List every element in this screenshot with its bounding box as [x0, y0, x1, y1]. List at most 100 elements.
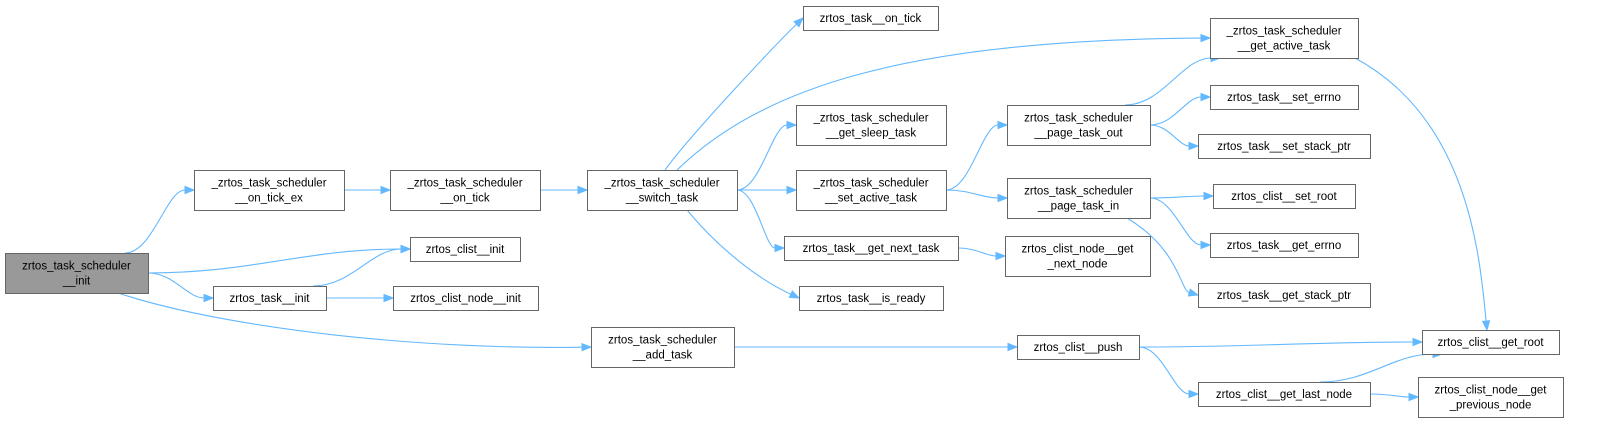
node-box: [194, 170, 345, 211]
node-get-previous-node[interactable]: zrtos_clist_node__get_previous_node: [1418, 377, 1564, 418]
node-label-line: __page_task_out: [1033, 128, 1123, 140]
node-box: [796, 105, 947, 146]
node-box: [1422, 330, 1560, 355]
node-label-line: zrtos_task__set_stack_ptr: [1217, 141, 1351, 153]
arrowhead: [1007, 342, 1019, 352]
edge-switch_task-to-task_on_tick: [664, 17, 804, 171]
node-page-task-out[interactable]: zrtos_task_scheduler __page_task_out: [1007, 105, 1151, 146]
node-box: [410, 237, 521, 262]
node-clist-init[interactable]: zrtos_clist__init: [410, 237, 521, 262]
edge-get_next_task-to-clist_node_get_next: [957, 247, 1007, 261]
node-clist-node-get-next[interactable]: zrtos_clist_node__get_next_node: [1005, 236, 1151, 277]
edges-layer: [117, 17, 1491, 402]
node-box: [784, 236, 959, 261]
node-task-init[interactable]: zrtos_task__init: [213, 286, 327, 311]
edge-switch_task-to-get_active_task: [676, 33, 1212, 171]
edge-set_active_task-to-page_task_out: [945, 120, 1009, 191]
arrowhead: [203, 293, 215, 303]
node-get-root[interactable]: zrtos_clist__get_root: [1422, 330, 1560, 355]
node-clist-node-init[interactable]: zrtos_clist_node__init: [393, 286, 539, 311]
edge-clist_push-to-get_root: [1138, 337, 1424, 348]
edge-line: [1149, 197, 1202, 246]
node-switch-task[interactable]: _zrtos_task_scheduler__switch_task: [587, 170, 738, 211]
node-box: [393, 286, 539, 311]
edge-line: [676, 37, 1202, 171]
arrowhead: [1200, 33, 1212, 43]
node-label-line: zrtos_task_scheduler: [608, 335, 717, 347]
arrowhead: [788, 290, 801, 299]
edge-switch_task-to-is_ready: [686, 209, 801, 299]
node-box: [1198, 382, 1371, 407]
edge-init-to-on_tick_ex: [124, 185, 196, 254]
node-label-line: zrtos_clist_node__init: [410, 293, 521, 305]
edge-line: [1138, 341, 1414, 348]
node-box: [1210, 18, 1359, 59]
node-set-root[interactable]: zrtos_clist__set_root: [1213, 184, 1356, 209]
edge-on_tick-to-switch_task: [539, 185, 589, 195]
arrowhead: [1203, 191, 1215, 201]
node-label-line: zrtos_clist__get_last_node: [1216, 389, 1352, 401]
edge-line: [1319, 353, 1434, 383]
node-set-active-task[interactable]: _zrtos_task_scheduler__set_active_task: [796, 170, 947, 211]
edge-set_active_task-to-page_task_in: [945, 189, 1009, 203]
edge-line: [736, 124, 788, 191]
node-task-on-tick[interactable]: zrtos_task__on_tick: [803, 6, 939, 31]
node-box: [1210, 85, 1359, 110]
node-label-line: zrtos_clist_node__get: [1022, 244, 1135, 256]
node-set-errno[interactable]: zrtos_task__set_errno: [1210, 85, 1359, 110]
edge-page_task_in-to-get_stack_ptr: [1126, 217, 1200, 297]
edge-line: [945, 124, 999, 191]
node-on-tick-ex[interactable]: _zrtos_task_scheduler__on_tick_ex: [194, 170, 345, 211]
arrowhead: [793, 17, 804, 28]
node-label-line: zrtos_task__set_errno: [1227, 92, 1341, 104]
edge-line: [1126, 217, 1190, 294]
node-get-next-task[interactable]: zrtos_task__get_next_task: [784, 236, 959, 261]
node-add-task[interactable]: zrtos_task_scheduler __add_task: [591, 327, 735, 368]
arrowhead: [383, 293, 395, 303]
edge-switch_task-to-get_sleep_task: [736, 120, 798, 191]
node-box: [1213, 184, 1356, 209]
edge-init-to-task_init: [147, 272, 215, 303]
edge-add_task-to-clist_push: [733, 342, 1019, 352]
node-get-stack-ptr[interactable]: zrtos_task__get_stack_ptr: [1198, 283, 1371, 308]
node-init[interactable]: zrtos_task_scheduler__init: [5, 253, 149, 294]
node-clist-push[interactable]: zrtos_clist__push: [1017, 335, 1140, 360]
arrowhead: [997, 120, 1009, 130]
arrowhead: [1188, 141, 1200, 151]
edge-line: [312, 248, 402, 287]
node-get-active-task[interactable]: _zrtos_task_scheduler__get_active_task: [1210, 18, 1359, 59]
node-box: [587, 170, 738, 211]
node-is-ready[interactable]: zrtos_task__is_ready: [799, 286, 944, 311]
edge-page_task_in-to-set_root: [1149, 191, 1215, 201]
node-label-line: zrtos_task_scheduler: [1024, 186, 1133, 198]
edge-line: [147, 248, 402, 274]
node-label-line: __add_task: [632, 350, 693, 362]
node-label-line: zrtos_clist__set_root: [1231, 191, 1337, 203]
edge-switch_task-to-get_next_task: [736, 189, 786, 253]
node-box: [1007, 105, 1151, 146]
node-label-line: __on_tick: [439, 193, 489, 205]
node-get-sleep-task[interactable]: _zrtos_task_scheduler__get_sleep_task: [796, 105, 947, 146]
node-label-line: zrtos_task_scheduler: [1024, 113, 1133, 125]
arrowhead: [786, 120, 798, 130]
node-label-line: zrtos_task_scheduler: [22, 261, 131, 273]
node-set-stack-ptr[interactable]: zrtos_task__set_stack_ptr: [1198, 134, 1371, 159]
edge-line: [736, 189, 776, 249]
node-get-errno[interactable]: zrtos_task__get_errno: [1210, 233, 1359, 258]
node-box: [213, 286, 327, 311]
edge-get_last_node-to-get_previous_node: [1369, 392, 1420, 402]
edge-line: [147, 272, 205, 299]
node-box: [390, 170, 541, 211]
node-label-line: __get_active_task: [1237, 41, 1331, 53]
edge-line: [664, 23, 797, 171]
edge-page_task_in-to-get_errno: [1149, 197, 1212, 250]
arrowhead: [577, 185, 589, 195]
node-page-task-in[interactable]: zrtos_task_scheduler__page_task_in: [1007, 178, 1151, 219]
arrowhead: [1188, 389, 1200, 399]
node-on-tick[interactable]: _zrtos_task_scheduler__on_tick: [390, 170, 541, 211]
node-get-last-node[interactable]: zrtos_clist__get_last_node: [1198, 382, 1371, 407]
node-label-line: __get_sleep_task: [825, 128, 916, 140]
node-label-line: zrtos_task__init: [230, 293, 311, 305]
node-label-line: _zrtos_task_scheduler: [603, 178, 719, 190]
edge-page_task_out-to-set_errno: [1149, 92, 1212, 126]
